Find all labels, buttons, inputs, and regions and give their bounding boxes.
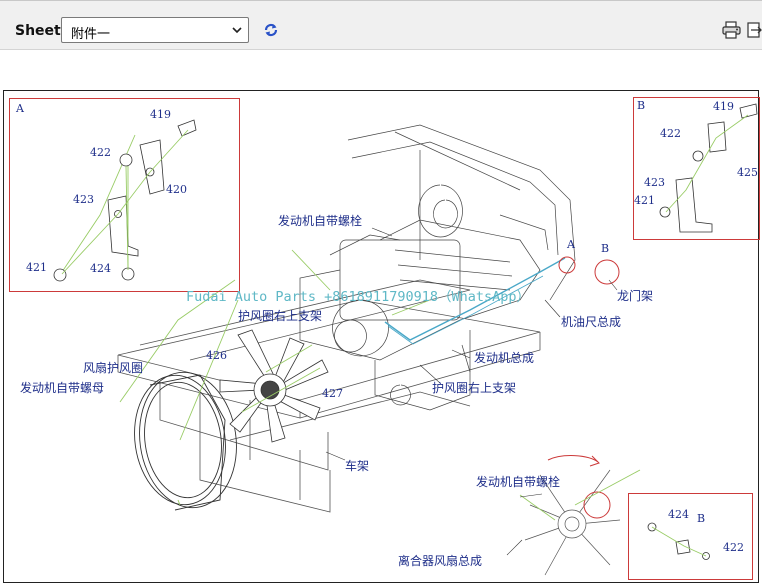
exploded-view-drawing: A 419 422 420 423 421 424 B xyxy=(3,90,760,583)
detail-c-part-424: 424 xyxy=(668,508,689,521)
detail-a-letter: A xyxy=(15,102,25,115)
callout-a: A xyxy=(566,238,576,251)
callout-engine-bolt-bottom: 发动机自带螺栓 xyxy=(476,474,560,489)
detail-b-part-421: 421 xyxy=(634,194,655,207)
callout-426: 426 xyxy=(206,349,227,362)
parts-diagram: A 419 422 420 423 421 424 B xyxy=(0,88,762,584)
fan-drawing xyxy=(219,329,329,443)
detail-a-part-421: 421 xyxy=(26,261,47,274)
detail-a-marker xyxy=(558,256,576,274)
callout-frame: 车架 xyxy=(345,458,369,473)
toolbar: Sheet 附件一 xyxy=(0,0,762,50)
drawing-frame xyxy=(3,90,759,583)
chevron-down-icon xyxy=(232,27,242,34)
refresh-icon[interactable] xyxy=(262,21,280,39)
detail-a-part-419: 419 xyxy=(150,108,171,121)
dipstick-line xyxy=(384,257,566,341)
detail-a-parts-drawing xyxy=(53,119,197,282)
callout-b: B xyxy=(601,242,609,255)
detail-c-parts-drawing xyxy=(647,522,710,560)
callout-fan-upper-bracket-2: 护风圈右上支架 xyxy=(432,380,516,395)
detail-box-a: A 419 422 420 423 421 424 xyxy=(9,98,240,292)
sheet-select-value: 附件一 xyxy=(71,27,111,42)
detail-a-part-423: 423 xyxy=(73,193,94,206)
detail-b-letter: B xyxy=(637,99,645,112)
sheet-select[interactable]: 附件一 xyxy=(61,17,249,43)
sheet-label: Sheet xyxy=(15,23,61,39)
detail-b-part-423: 423 xyxy=(644,176,665,189)
callout-fan-shroud: 风扇护风圈 xyxy=(83,360,143,375)
callout-427: 427 xyxy=(322,387,343,400)
detail-c-part-422: 422 xyxy=(723,541,744,554)
callout-fan-upper-bracket-1: 护风圈右上支架 xyxy=(238,308,322,323)
detail-a-part-420: 420 xyxy=(166,183,187,196)
detail-b-part-422: 422 xyxy=(660,127,681,140)
callout-engine-bolt-top: 发动机自带螺栓 xyxy=(278,213,362,228)
detail-box-b: B 419 422 425 423 421 xyxy=(633,97,760,240)
callout-engine-nut: 发动机自带螺母 xyxy=(20,380,104,395)
fan-shroud-drawing xyxy=(134,371,237,511)
callout-dipstick: 机油尺总成 xyxy=(561,315,621,329)
detail-b-part-425: 425 xyxy=(737,166,758,179)
detail-a-part-424: 424 xyxy=(90,262,111,275)
engine-assembly-drawing xyxy=(299,124,576,411)
watermark: Fudai Auto Parts +8618911790918（WhatsApp… xyxy=(186,289,530,305)
clutch-fan-drawing xyxy=(524,455,621,576)
callout-clutch-fan: 离合器风扇总成 xyxy=(398,553,482,568)
detail-box-c: 424 B 422 xyxy=(628,493,753,580)
callout-engine-assy: 发动机总成 xyxy=(474,350,534,365)
detail-b-marker xyxy=(594,259,620,285)
detail-b-part-419: 419 xyxy=(713,100,734,113)
detail-c-letter: B xyxy=(697,512,705,525)
callout-gantry: 龙门架 xyxy=(617,288,653,303)
detail-a-part-422: 422 xyxy=(90,146,111,159)
export-icon[interactable] xyxy=(747,20,762,40)
print-icon[interactable] xyxy=(721,20,743,40)
